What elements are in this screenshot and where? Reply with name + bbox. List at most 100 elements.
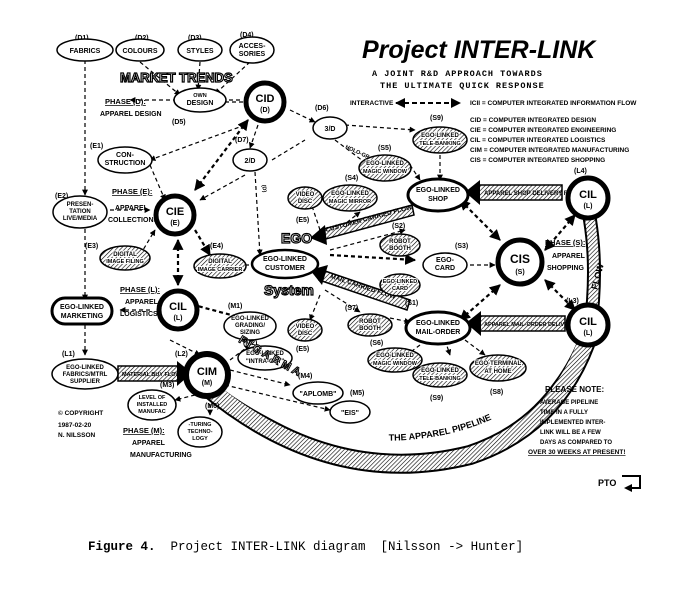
- svg-text:STRUCTION: STRUCTION: [105, 160, 146, 167]
- node-robot-booth-bottom: [347, 313, 393, 337]
- svg-text:TELE-BANKING: TELE-BANKING: [419, 141, 461, 147]
- legend-interactive: INTERACTIVE: [350, 100, 394, 107]
- svg-text:AVERAGE PIPELINE: AVERAGE PIPELINE: [540, 400, 598, 406]
- svg-text:(L): (L): [584, 330, 593, 337]
- svg-text:ACCES-: ACCES-: [239, 43, 267, 50]
- s6-code: (S6): [370, 340, 383, 347]
- svg-text:EGO-LINKED: EGO-LINKED: [421, 368, 459, 374]
- svg-text:COLOURS: COLOURS: [123, 48, 158, 55]
- node-ego-linked-mail-order: [404, 310, 472, 346]
- l3-label: (L3): [566, 298, 579, 305]
- svg-text:CON-: CON-: [116, 152, 135, 159]
- system-label: System: [264, 282, 314, 298]
- node-accessories: [229, 36, 275, 64]
- m3-code: (M3): [160, 382, 174, 389]
- e1-code: (E1): [90, 143, 103, 150]
- node-presentation: [52, 195, 108, 229]
- svg-text:BOOTH: BOOTH: [389, 246, 411, 252]
- svg-text:IMAGE CARRIER: IMAGE CARRIER: [198, 267, 243, 273]
- e4-code: (E4): [210, 243, 223, 250]
- node-aplomb: [292, 381, 344, 405]
- node-ego-card: [422, 252, 468, 278]
- svg-text:(L): (L): [584, 203, 593, 210]
- svg-text:MAGIC WINDOW: MAGIC WINDOW: [373, 361, 418, 367]
- svg-text:TIME IN A FULLY: TIME IN A FULLY: [540, 410, 588, 416]
- node-ego-linked-marketing: [50, 296, 114, 326]
- phase-e-label: PHASE (E):: [112, 187, 152, 196]
- node-s1-card: [379, 273, 421, 297]
- svg-text:(S): (S): [515, 269, 524, 276]
- node-magic-window-top: [358, 154, 412, 182]
- l2-label: (L2): [175, 351, 188, 358]
- svg-text:DISC: DISC: [298, 331, 313, 337]
- node-cil-bottom: CIL (L): [565, 302, 611, 348]
- svg-text:INSTALLED: INSTALLED: [137, 402, 167, 408]
- svg-text:"EIS": "EIS": [341, 410, 359, 417]
- node-grading-sizing: [223, 311, 277, 341]
- svg-text:BOOTH: BOOTH: [359, 326, 381, 332]
- svg-text:ROBOT: ROBOT: [389, 239, 411, 245]
- svg-text:CIS: CIS: [510, 252, 530, 266]
- svg-text:DAYS AS COMPARED TO: DAYS AS COMPARED TO: [540, 440, 612, 446]
- svg-text:CIL: CIL: [579, 316, 597, 328]
- node-cie: CIE (E): [153, 193, 197, 237]
- svg-text:AT HOME: AT HOME: [484, 369, 511, 375]
- figure-number: Figure 4.: [88, 540, 156, 554]
- svg-text:MAIL-ORDER: MAIL-ORDER: [416, 329, 461, 336]
- svg-text:EGO-LINKED: EGO-LINKED: [231, 316, 269, 322]
- s7-code: (S7): [345, 305, 358, 312]
- diagram-title: Project INTER-LINK: [362, 36, 597, 64]
- s1-code: (S1): [405, 300, 418, 307]
- m1-code: (M1): [228, 303, 242, 310]
- s5-code: (S5): [378, 145, 391, 152]
- svg-text:ROBOT: ROBOT: [359, 319, 381, 325]
- svg-text:MAGIC MIRROR: MAGIC MIRROR: [329, 199, 371, 205]
- node-intra-cut: [237, 345, 293, 371]
- node-styles: [177, 38, 223, 62]
- apparel-collections-label-1: APPAREL: [115, 205, 149, 212]
- svg-text:GRADING/: GRADING/: [235, 323, 265, 329]
- svg-text:OVER 30 WEEKS AT PRESENT!: OVER 30 WEEKS AT PRESENT!: [528, 449, 626, 456]
- e5b-code: (E5): [296, 346, 309, 353]
- svg-text:DESIGN: DESIGN: [187, 100, 214, 107]
- apparel-logistics-label-1: APPAREL: [125, 299, 159, 306]
- svg-text:DIGITAL: DIGITAL: [113, 252, 137, 258]
- pto-block: PTO: [598, 475, 641, 492]
- svg-text:OWN: OWN: [193, 93, 206, 99]
- m2-code: (M2): [243, 340, 257, 347]
- svg-text:CARD: CARD: [435, 265, 455, 272]
- d-ref-label: (D): [260, 184, 267, 193]
- d6-code: (D6): [315, 105, 329, 112]
- legend-item-cil: CIL = COMPUTER INTEGRATED LOGISTICS: [470, 137, 606, 144]
- s2-code: (S2): [392, 223, 405, 230]
- node-own-design: [173, 87, 227, 113]
- svg-text:APPAREL MAIL-ORDER DELIVERY FL: APPAREL MAIL-ORDER DELIVERY FLOW: [484, 322, 594, 328]
- subtitle-line-2: THE ULTIMATE QUICK RESPONSE: [380, 81, 545, 91]
- phase-m-label: PHASE (M):: [123, 426, 165, 435]
- svg-text:SHOP: SHOP: [428, 196, 448, 203]
- e5a-code: (E5): [296, 217, 309, 224]
- node-magic-window-bottom: [367, 347, 423, 373]
- svg-text:EGO-LINKED: EGO-LINKED: [421, 133, 459, 139]
- svg-text:TELE-BANKING: TELE-BANKING: [419, 376, 461, 382]
- node-eis: [329, 400, 371, 424]
- svg-text:EGO-LINKED: EGO-LINKED: [263, 256, 307, 263]
- node-cil-top: CIL (L): [565, 175, 611, 221]
- node-level-installed: [127, 389, 177, 421]
- node-ego-customer: [250, 248, 320, 280]
- apparel-manufacturing-label-1: APPAREL: [132, 440, 166, 447]
- svg-text:SORIES: SORIES: [239, 51, 266, 58]
- svg-text:PRESEN-: PRESEN-: [67, 202, 94, 208]
- l4-label: (L4): [574, 168, 587, 175]
- svg-text:PTO: PTO: [598, 478, 616, 488]
- apparel-shopping-label-1: APPAREL: [552, 253, 586, 260]
- svg-text:FABRICS/MTRL: FABRICS/MTRL: [63, 372, 108, 378]
- svg-text:(M): (M): [202, 380, 213, 387]
- svg-text:-TURING: -TURING: [189, 422, 212, 428]
- legend-item-cis: CIS = COMPUTER INTEGRATED SHOPPING: [470, 157, 605, 164]
- svg-text:IMAGE FILING: IMAGE FILING: [106, 259, 144, 265]
- svg-text:EGO-LINKED: EGO-LINKED: [60, 304, 104, 311]
- apparel-shopping-label-2: SHOPPING: [547, 265, 585, 272]
- node-technology: [177, 416, 223, 448]
- node-digital-image-carrier: [193, 253, 247, 279]
